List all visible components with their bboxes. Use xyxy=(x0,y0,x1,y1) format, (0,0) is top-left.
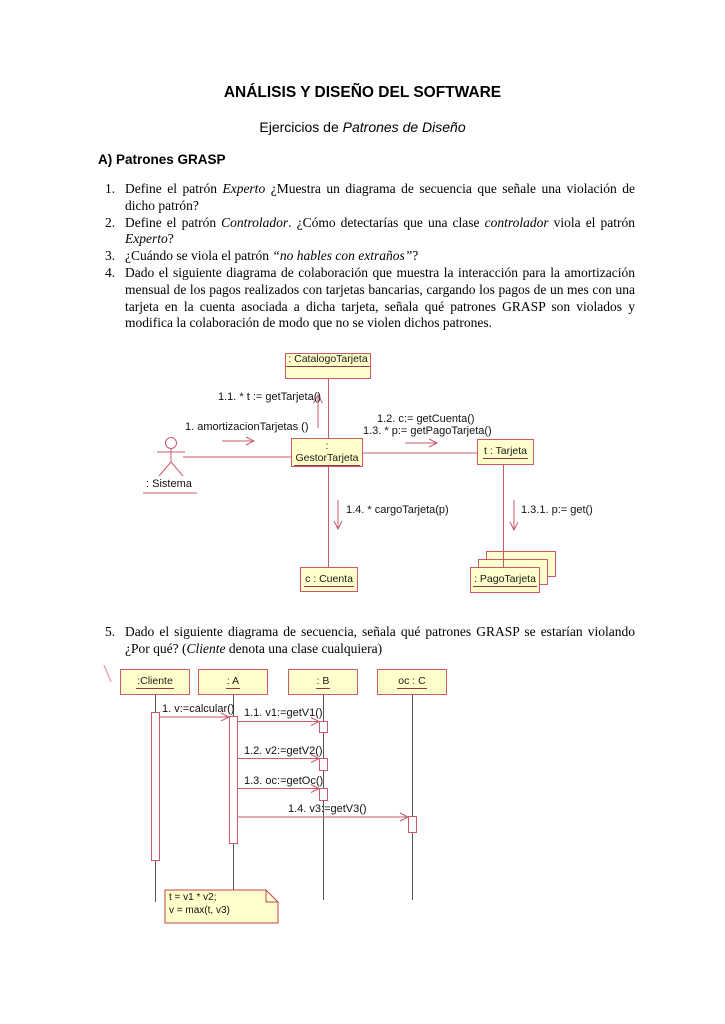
activation-cliente xyxy=(151,712,160,861)
arrow-down-get xyxy=(509,500,519,532)
activation-a xyxy=(229,716,238,844)
message-label-getV3: 1.4. v3:=getV3() xyxy=(288,803,367,815)
exercise-number: 3. xyxy=(105,248,116,264)
message-label-getV1: 1.1. v1:=getV1() xyxy=(244,707,323,719)
actor-label: : Sistema xyxy=(146,478,192,490)
exercise-number: 4. xyxy=(105,264,116,280)
message-label-getPagoTarjeta: 1.3. * p:= getPagoTarjeta() xyxy=(363,425,492,437)
collaboration-diagram: : CatalogoTarjeta : GestorTarjeta t : Ta… xyxy=(0,340,725,605)
sequence-diagram: :Cliente : A : B oc : C 1. v:=calcular()… xyxy=(0,660,725,950)
arrow-down-cargoTarjeta xyxy=(333,500,343,531)
tarjeta-object: t : Tarjeta xyxy=(477,439,534,465)
exercise-item-3: 3. ¿Cuándo se viola el patrón “no hables… xyxy=(98,248,635,265)
gestor-tarjeta-object: : GestorTarjeta xyxy=(291,438,363,467)
lifeline-a: : A xyxy=(198,669,268,695)
catalogo-tarjeta-object: : CatalogoTarjeta xyxy=(285,353,371,379)
subtitle-italic: Patrones de Diseño xyxy=(342,119,466,135)
lifeline-name: oc : C xyxy=(397,675,427,689)
activation-b1 xyxy=(319,721,328,733)
note-text-line1: t = v1 * v2; xyxy=(169,892,217,903)
message-label-calcular: 1. v:=calcular() xyxy=(162,703,235,715)
arrow-right-getCuenta xyxy=(405,438,439,448)
object-name: t : Tarjeta xyxy=(483,445,528,459)
exercise-list-continued: 5. Dado el siguiente diagrama de secuenc… xyxy=(98,624,635,658)
subtitle-prefix: Ejercicios de xyxy=(259,119,343,135)
lifeline-name: :Cliente xyxy=(136,675,174,689)
object-name: : CatalogoTarjeta xyxy=(287,353,369,367)
message-label-getTarjeta: 1.1. * t := getTarjeta() xyxy=(218,391,322,403)
lifeline-cliente: :Cliente xyxy=(120,669,190,695)
activation-b3 xyxy=(319,788,328,801)
arrow-right-amortizacion xyxy=(222,436,256,446)
exercise-item-4: 4. Dado el siguiente diagrama de colabor… xyxy=(98,265,635,332)
exercise-item-5: 5. Dado el siguiente diagrama de secuenc… xyxy=(98,624,635,658)
message-label-amortizacionTarjetas: 1. amortizacionTarjetas () xyxy=(185,421,309,433)
exercise-text: Define el patrón Controlador. ¿Cómo dete… xyxy=(125,214,635,247)
section-heading: A) Patrones GRASP xyxy=(98,152,226,167)
object-name: c : Cuenta xyxy=(304,572,354,587)
lifeline-b: : B xyxy=(288,669,358,695)
note-text-line2: v = max(t, v3) xyxy=(169,905,230,916)
page-subtitle: Ejercicios de Patrones de Diseño xyxy=(0,119,725,135)
exercise-number: 2. xyxy=(105,214,116,230)
object-name: : PagoTarjeta xyxy=(473,573,537,587)
message-label-cargoTarjeta: 1.4. * cargoTarjeta(p) xyxy=(346,504,449,516)
exercise-item-1: 1. Define el patrón Experto ¿Muestra un … xyxy=(98,181,635,215)
message-label-get: 1.3.1. p:= get() xyxy=(521,504,593,516)
message-label-getV2: 1.2. v2:=getV2() xyxy=(244,745,323,757)
message-label-getOc: 1.3. oc:=getOc() xyxy=(244,775,324,787)
exercise-text: Dado el siguiente diagrama de colaboraci… xyxy=(125,264,635,331)
exercise-number: 1. xyxy=(105,181,116,196)
exercise-text: Dado el siguiente diagrama de secuencia,… xyxy=(125,624,635,656)
lifeline-c: oc : C xyxy=(377,669,447,695)
object-name-colon: : xyxy=(325,439,329,452)
object-name-compartment: : CatalogoTarjeta xyxy=(286,353,370,367)
collaboration-links-layer xyxy=(143,379,519,567)
page-title: ANÁLISIS Y DISEÑO DEL SOFTWARE xyxy=(223,84,502,101)
exercise-text: Define el patrón Experto ¿Muestra un dia… xyxy=(125,181,635,213)
exercise-text: ¿Cuándo se viola el patrón “no hables co… xyxy=(125,248,419,264)
exercise-item-2: 2. Define el patrón Controlador. ¿Cómo d… xyxy=(98,215,635,249)
exercise-number: 5. xyxy=(105,624,116,639)
message-label-getCuenta: 1.2. c:= getCuenta() xyxy=(377,413,475,425)
activation-c xyxy=(408,816,417,833)
object-name: GestorTarjeta xyxy=(294,451,360,466)
exercise-list: 1. Define el patrón Experto ¿Muestra un … xyxy=(98,181,635,332)
cuenta-object: c : Cuenta xyxy=(300,567,358,592)
stray-mark xyxy=(103,664,112,683)
pago-tarjeta-object: : PagoTarjeta xyxy=(470,567,540,593)
empty-compartment xyxy=(286,367,370,378)
lifeline-name: : B xyxy=(315,675,331,689)
lifeline-name: : A xyxy=(225,675,241,689)
activation-b2 xyxy=(319,758,328,771)
